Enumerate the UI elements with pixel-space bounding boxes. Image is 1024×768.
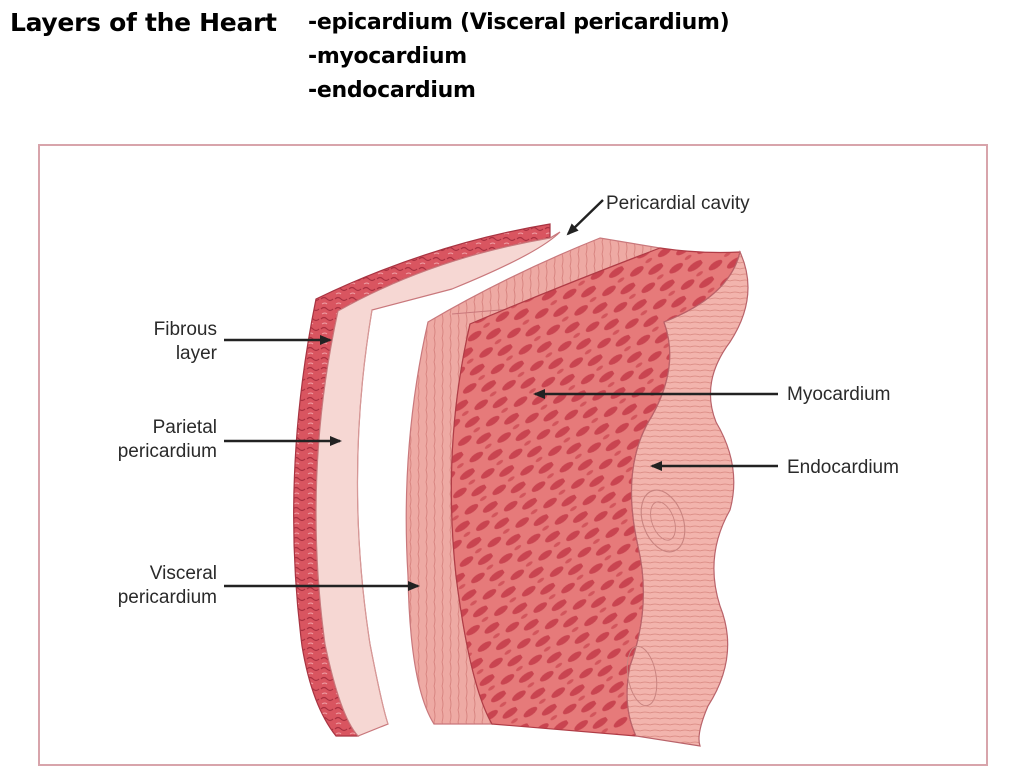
fibrous-layer-label-line1: Fibrous (154, 319, 217, 340)
fibrous-layer-label-line2: layer (176, 343, 218, 364)
layer-item-epicardium: -epicardium (Visceral pericardium) (308, 10, 730, 35)
parietal-pericardium-label-line1: Parietal (153, 417, 217, 438)
parietal-pericardium-label-line2: pericardium (118, 441, 217, 462)
heart-wall-diagram: Pericardial cavity Fibrous layer Parieta… (118, 193, 899, 747)
layer-item-endocardium: -endocardium (308, 78, 476, 103)
heart-wall-figure: Pericardial cavity Fibrous layer Parieta… (38, 144, 988, 766)
pericardial-cavity-label: Pericardial cavity (606, 193, 750, 214)
layer-item-myocardium: -myocardium (308, 44, 467, 69)
pericardial-cavity-arrow (566, 199, 604, 236)
visceral-pericardium-label-line1: Visceral (150, 563, 217, 584)
endocardium-label: Endocardium (787, 457, 899, 478)
myocardium-label: Myocardium (787, 384, 890, 405)
endocardium-shape (626, 250, 749, 747)
visceral-pericardium-label-line2: pericardium (118, 587, 217, 608)
heart-layer-list: -epicardium (Visceral pericardium) -myoc… (308, 6, 730, 108)
slide-title: Layers of the Heart (10, 8, 277, 37)
